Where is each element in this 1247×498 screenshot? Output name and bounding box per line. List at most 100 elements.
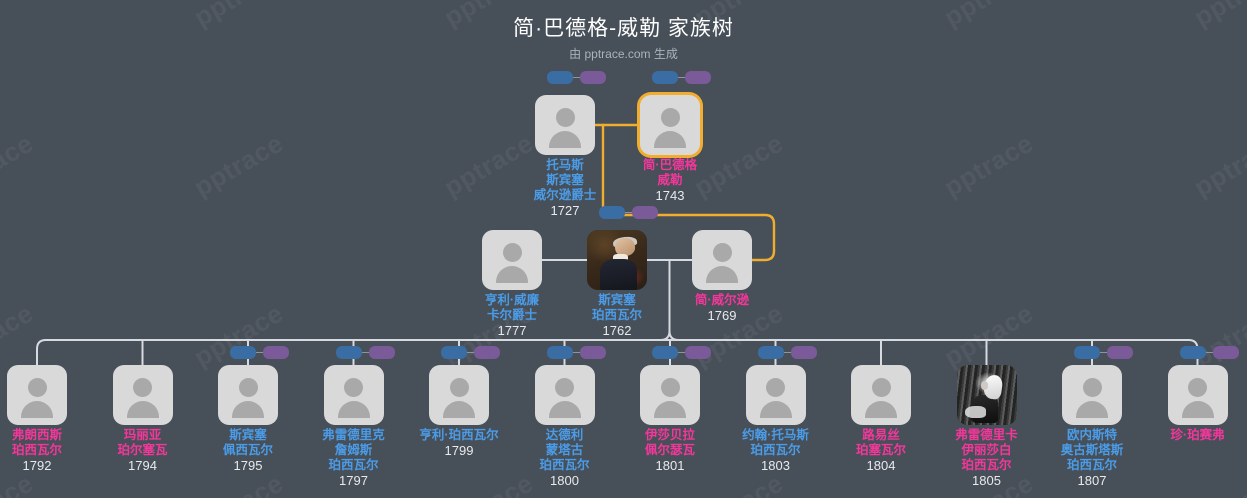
avatar-person-icon bbox=[766, 378, 785, 397]
relationship-badges-c5[interactable] bbox=[441, 346, 500, 359]
person-year: 1743 bbox=[655, 188, 685, 203]
avatar-person-icon-body bbox=[654, 401, 686, 418]
person-year: 1807 bbox=[1077, 473, 1107, 488]
avatar-person-icon-body bbox=[1076, 401, 1108, 418]
person-avatar[interactable] bbox=[482, 230, 542, 290]
person-avatar[interactable] bbox=[745, 365, 806, 425]
person-avatar[interactable] bbox=[1062, 365, 1122, 425]
avatar-person-icon-body bbox=[1181, 401, 1214, 418]
badge-pill-blue[interactable] bbox=[652, 346, 678, 359]
relationship-badges-c12[interactable] bbox=[1179, 346, 1239, 359]
person-node-c12[interactable]: 珍·珀赛弗 bbox=[1138, 365, 1247, 443]
badge-connector bbox=[467, 352, 474, 353]
relationship-badges-thomas[interactable] bbox=[547, 71, 606, 84]
relationship-badges-c7[interactable] bbox=[652, 346, 711, 359]
person-avatar[interactable] bbox=[587, 230, 647, 290]
relationship-badges-c8[interactable] bbox=[757, 346, 817, 359]
person-year: 1792 bbox=[22, 458, 52, 473]
person-avatar[interactable] bbox=[429, 365, 489, 425]
badge-pill-purple[interactable] bbox=[263, 346, 289, 359]
badge-pill-purple[interactable] bbox=[368, 346, 395, 359]
badge-pill-purple[interactable] bbox=[790, 346, 817, 359]
relationship-badges-spencer[interactable] bbox=[599, 206, 658, 219]
person-avatar[interactable] bbox=[851, 365, 911, 425]
person-avatar[interactable] bbox=[640, 365, 700, 425]
badge-pill-blue[interactable] bbox=[547, 71, 573, 84]
badge-connector bbox=[1100, 352, 1107, 353]
badge-pill-blue[interactable] bbox=[1074, 346, 1100, 359]
badge-connector bbox=[256, 352, 263, 353]
person-name: 斯宾塞 佩西瓦尔 bbox=[222, 428, 273, 457]
person-name: 约翰·托马斯 珀西瓦尔 bbox=[742, 428, 809, 457]
avatar-person-icon-body bbox=[654, 131, 686, 148]
person-year: 1800 bbox=[550, 473, 579, 488]
person-avatar[interactable] bbox=[535, 95, 595, 155]
person-avatar[interactable] bbox=[112, 365, 173, 425]
person-avatar[interactable] bbox=[1167, 365, 1228, 425]
avatar-person-icon-body bbox=[865, 401, 897, 418]
avatar-person-icon-body bbox=[232, 401, 264, 418]
relationship-badges-c11[interactable] bbox=[1074, 346, 1133, 359]
person-year: 1769 bbox=[707, 308, 737, 323]
person-name: 弗朗西斯 珀西瓦尔 bbox=[11, 428, 62, 457]
badge-pill-blue[interactable] bbox=[757, 346, 784, 359]
badge-pill-blue[interactable] bbox=[652, 71, 678, 84]
avatar-person-icon-body bbox=[443, 401, 475, 418]
person-year: 1804 bbox=[866, 458, 896, 473]
badge-pill-purple[interactable] bbox=[579, 346, 606, 359]
avatar-person-icon-body bbox=[759, 401, 792, 418]
relationship-badges-jane-badger[interactable] bbox=[652, 71, 711, 84]
person-avatar[interactable] bbox=[218, 365, 278, 425]
badge-pill-blue[interactable] bbox=[546, 346, 573, 359]
page-title: 简·巴德格-威勒 家族树 bbox=[513, 17, 734, 40]
badge-pill-blue[interactable] bbox=[441, 346, 467, 359]
avatar-person-icon bbox=[1188, 378, 1207, 397]
badge-pill-purple[interactable] bbox=[685, 346, 711, 359]
person-year: 1799 bbox=[444, 443, 474, 458]
person-name: 托马斯 斯宾塞 威尔逊爵士 bbox=[533, 158, 597, 202]
avatar-person-icon bbox=[27, 378, 47, 397]
connector-path bbox=[36, 339, 47, 366]
person-avatar[interactable] bbox=[534, 365, 595, 425]
badge-pill-purple[interactable] bbox=[685, 71, 711, 84]
badge-pill-purple[interactable] bbox=[474, 346, 500, 359]
badge-pill-purple[interactable] bbox=[1107, 346, 1133, 359]
person-avatar[interactable] bbox=[692, 230, 752, 290]
badge-pill-blue[interactable] bbox=[335, 346, 362, 359]
avatar-person-icon-body bbox=[548, 401, 581, 418]
badge-pill-purple[interactable] bbox=[1212, 346, 1239, 359]
person-avatar[interactable] bbox=[640, 95, 700, 155]
badge-connector bbox=[361, 352, 369, 353]
avatar-person-icon bbox=[344, 378, 363, 397]
person-year: 1795 bbox=[233, 458, 263, 473]
badge-pill-blue[interactable] bbox=[230, 346, 256, 359]
relationship-badges-c4[interactable] bbox=[335, 346, 395, 359]
badge-pill-purple[interactable] bbox=[580, 71, 606, 84]
badge-pill-blue[interactable] bbox=[1179, 346, 1206, 359]
badge-pill-purple[interactable] bbox=[632, 206, 658, 219]
relationship-badges-c6[interactable] bbox=[546, 346, 606, 359]
avatar-person-icon bbox=[871, 378, 891, 397]
relationship-badges-c3[interactable] bbox=[230, 346, 289, 359]
badge-pill-blue[interactable] bbox=[599, 206, 625, 219]
person-avatar[interactable] bbox=[323, 365, 384, 425]
person-avatar[interactable] bbox=[7, 365, 67, 425]
person-avatar[interactable] bbox=[956, 365, 1017, 425]
